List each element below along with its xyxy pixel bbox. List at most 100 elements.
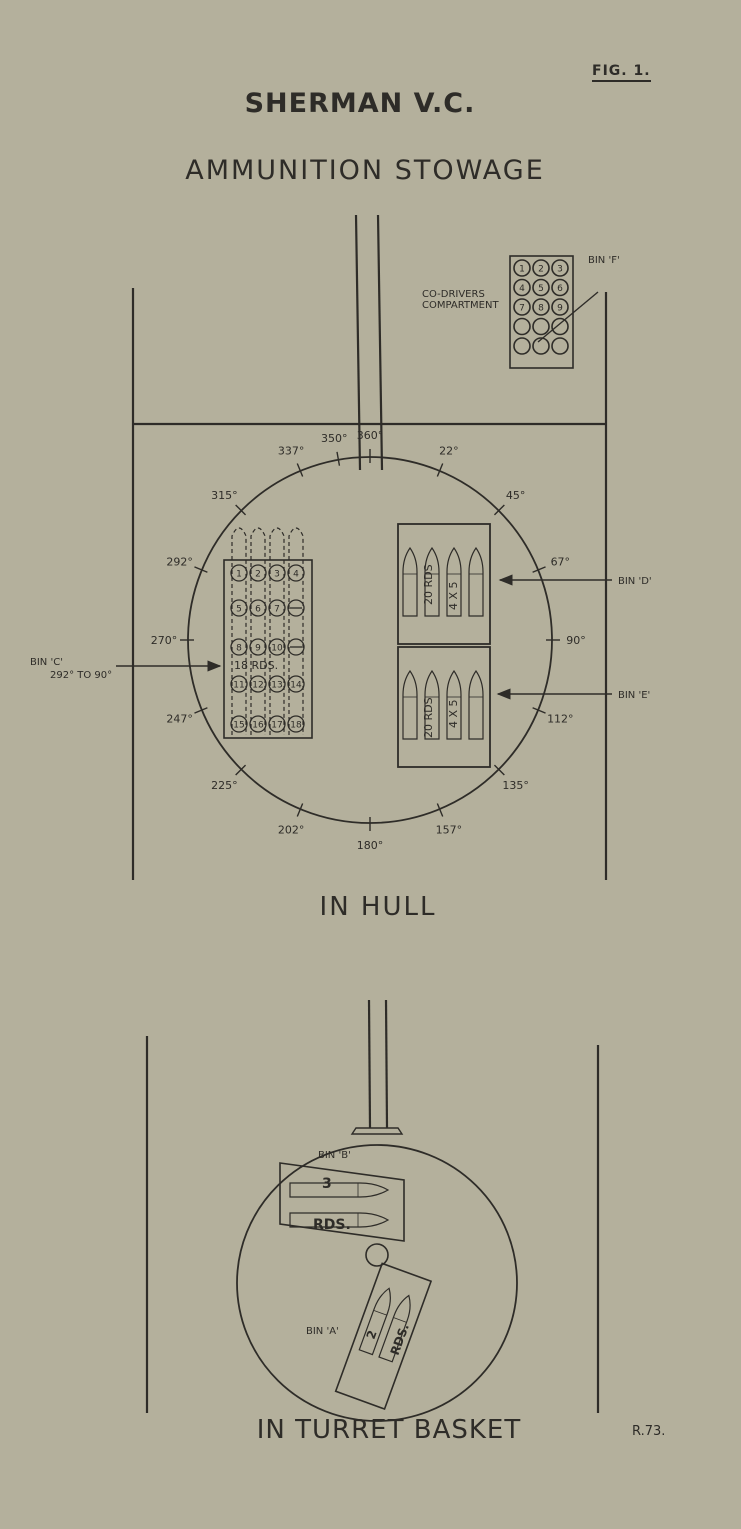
bin-d-box [397, 523, 491, 645]
turret-gun-barrel [367, 999, 372, 1129]
bearing-label: 360° [357, 429, 384, 442]
round-number: 7 [274, 605, 280, 615]
gun-barrel [376, 214, 384, 471]
round-slot [230, 638, 248, 656]
round-slot [287, 675, 305, 693]
round-slot [249, 638, 267, 656]
reference-mark: R.73. [632, 1424, 666, 1439]
bearing-label: 315° [211, 489, 238, 502]
bearing-tick [436, 463, 444, 477]
round-slot [287, 564, 305, 582]
bearing-tick [194, 707, 208, 714]
bearing-label: 202° [278, 823, 305, 836]
bearing-label: 67° [551, 556, 571, 569]
bearing-label: 22° [439, 445, 459, 458]
shell-outline [468, 670, 484, 740]
bin-a-label: BIN 'A' [306, 1326, 339, 1337]
bearing-label: 135° [502, 779, 529, 792]
round-slot [230, 675, 248, 693]
bin-a-box [334, 1262, 433, 1411]
bin-c-rounds: 18 RDS. [234, 659, 278, 672]
round-number: 8 [236, 644, 242, 654]
bearing-tick [296, 803, 304, 817]
round-slot [513, 278, 531, 297]
round-slot [249, 715, 267, 733]
round-number: 16 [252, 721, 264, 731]
bearing-labels: 360°22°45°67°90°112°135°157°180°202°225°… [151, 429, 586, 852]
bin-b [279, 1162, 405, 1242]
bin-d-layout: 4 X 5 [447, 581, 460, 610]
round-number: 6 [557, 284, 563, 294]
figure-label: FIG. 1. [592, 63, 651, 82]
round-slot [551, 337, 569, 355]
turret-section-label: IN TURRET BASKET [256, 1415, 522, 1445]
bin-d-label: BIN 'D' [618, 576, 652, 587]
bin-c-label: BIN 'C' [30, 657, 63, 668]
round-slot [249, 564, 267, 582]
round-number: 3 [274, 570, 280, 580]
round-number: 7 [519, 304, 525, 314]
shell-outline [402, 547, 418, 617]
bearing-label: 350° [321, 432, 348, 445]
hull-section-label: IN HULL [319, 892, 437, 922]
co-drivers-label: CO-DRIVERS [422, 289, 485, 300]
gun-barrel [354, 214, 362, 471]
compartment-label: COMPARTMENT [422, 300, 499, 311]
bin-b-count: 3 [322, 1176, 332, 1192]
bin-f-label: BIN 'F' [588, 255, 620, 266]
bin-d-rounds: 20 RDS [422, 564, 435, 605]
round-number: 5 [236, 605, 242, 615]
round-slot [532, 278, 550, 297]
round-number: 3 [557, 265, 563, 275]
diagram-title: SHERMAN V.C. [244, 88, 476, 119]
round-slot [249, 675, 267, 693]
round-slot [532, 298, 550, 316]
round-number: 4 [519, 284, 525, 294]
round-slot [230, 599, 248, 617]
bearing-label: 337° [278, 445, 305, 458]
round-number: 1 [519, 265, 525, 275]
bearing-label: 270° [151, 634, 178, 647]
round-slot [532, 337, 550, 355]
round-number: 15 [233, 721, 244, 731]
bearing-label: 180° [357, 839, 384, 852]
bin-b-label: BIN 'B' [318, 1150, 351, 1161]
turret-pivot-circle [365, 1243, 389, 1267]
round-slot [268, 638, 286, 656]
bearing-ticks [180, 449, 560, 831]
round-slot [230, 715, 248, 733]
bearing-tick [194, 566, 208, 573]
round-outline [269, 527, 285, 735]
bearing-label: 247° [166, 712, 193, 725]
bearing-tick [493, 504, 505, 516]
gun-mount [350, 1127, 404, 1135]
bearing-label: 225° [211, 779, 238, 792]
round-number: 8 [538, 304, 544, 314]
round-number: 4 [293, 570, 299, 580]
round-number: 10 [271, 644, 283, 654]
bearing-tick [532, 707, 546, 714]
bin-f-pointer [537, 291, 599, 343]
round-slot [249, 599, 267, 617]
round-number: 12 [252, 681, 263, 691]
bearing-label: 157° [436, 823, 463, 836]
turret-gun-barrel [384, 999, 389, 1129]
round-slot [551, 298, 569, 316]
shell-outline [402, 670, 418, 740]
round-number: 1 [236, 570, 242, 580]
round-slot [532, 259, 550, 277]
round-number: 9 [255, 644, 261, 654]
bearing-label: 45° [506, 489, 526, 502]
bin-a-count: 2 [364, 1328, 380, 1341]
round-number: 5 [538, 284, 544, 294]
bin-b-rounds: RDS. [313, 1217, 351, 1233]
bin-e [397, 646, 612, 768]
round-number: 2 [255, 570, 261, 580]
bin-a [334, 1262, 433, 1411]
round-slot [513, 337, 531, 355]
round-number: 18 [290, 721, 302, 731]
round-slot [268, 599, 286, 617]
round-number: 2 [538, 265, 544, 275]
